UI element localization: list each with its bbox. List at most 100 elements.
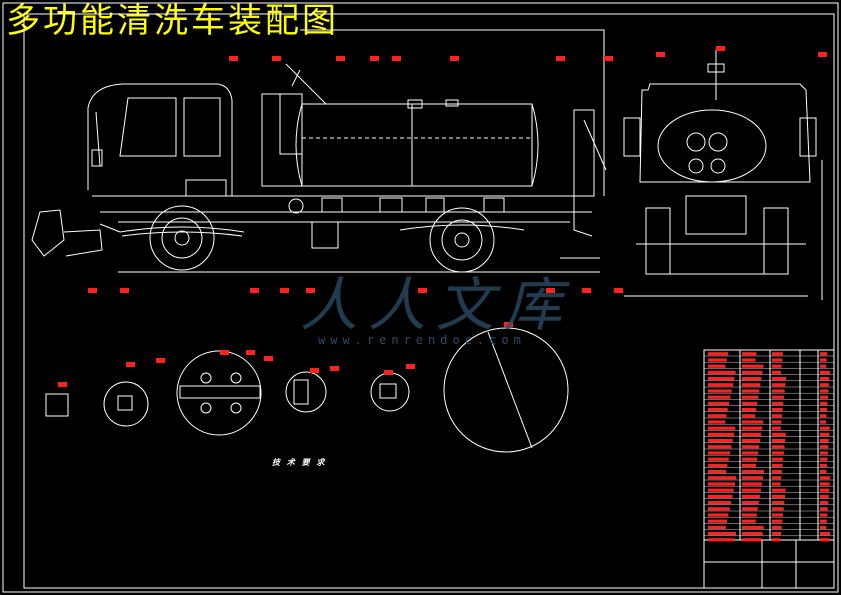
- table-entry-mark: [742, 470, 764, 474]
- callout-number: [126, 362, 135, 367]
- table-entry-mark: [708, 408, 728, 412]
- table-entry-mark: [742, 420, 764, 424]
- table-entry-mark: [820, 383, 829, 387]
- table-entry-mark: [708, 457, 729, 461]
- table-entry-mark: [772, 439, 786, 443]
- detail-large-circle: [443, 327, 569, 453]
- table-entry-mark: [820, 513, 828, 517]
- callout-number: [450, 56, 459, 61]
- table-entry-mark: [772, 538, 781, 542]
- technical-requirements-heading: 技 术 要 求: [272, 457, 327, 467]
- callout-number: [330, 366, 339, 371]
- table-entry-mark: [820, 414, 827, 418]
- table-entry-mark: [742, 513, 757, 517]
- table-entry-mark: [772, 370, 781, 374]
- front-wheel: [149, 205, 215, 271]
- callout-number: [272, 56, 281, 61]
- tank-section: [657, 109, 767, 183]
- table-entry-mark: [772, 383, 786, 387]
- table-entry-mark: [742, 364, 764, 368]
- table-entry-mark: [772, 470, 782, 474]
- table-entry-mark: [708, 507, 730, 511]
- rear-wheel: [429, 207, 495, 273]
- callout-number: [58, 382, 67, 387]
- table-entry-mark: [772, 401, 784, 405]
- table-entry-mark: [772, 445, 785, 449]
- table-entry-mark: [820, 457, 828, 461]
- rear-view: [623, 50, 823, 300]
- table-entry-mark: [708, 525, 726, 529]
- parts-list-table: [703, 349, 835, 589]
- table-entry-mark: [772, 482, 781, 486]
- watermark-logo: 人人文库: [300, 271, 573, 339]
- table-entry-mark: [742, 525, 764, 529]
- table-entry-mark: [742, 488, 761, 492]
- table-entry-mark: [820, 445, 829, 449]
- table-entry-mark: [742, 538, 762, 542]
- table-entry-mark: [742, 519, 756, 523]
- table-entry-mark: [742, 395, 759, 399]
- table-entry-mark: [708, 519, 728, 523]
- callout-number: [370, 56, 379, 61]
- callout-number: [384, 370, 393, 375]
- callout-number: [546, 288, 555, 293]
- table-entry-mark: [772, 408, 783, 412]
- table-entry-mark: [820, 519, 827, 523]
- watermark-url: www.renrendoc.com: [318, 333, 526, 347]
- table-entry-mark: [708, 501, 732, 505]
- table-entry-mark: [772, 513, 784, 517]
- callout-number: [556, 56, 565, 61]
- callout-number: [392, 56, 401, 61]
- table-entry-mark: [742, 451, 759, 455]
- parts-list-rows: [704, 355, 834, 536]
- table-entry-mark: [708, 389, 732, 393]
- table-entry-mark: [742, 532, 763, 536]
- table-entry-mark: [820, 451, 828, 455]
- table-entry-mark: [772, 457, 784, 461]
- table-entry-mark: [772, 525, 782, 529]
- callout-number: [306, 288, 315, 293]
- callout-number: [614, 288, 623, 293]
- callout-number: [818, 52, 827, 57]
- drawing-frame: [23, 13, 835, 589]
- callout-number: [656, 52, 665, 57]
- table-entry-mark: [820, 364, 827, 368]
- table-entry-mark: [772, 507, 784, 511]
- callout-number: [604, 56, 613, 61]
- table-entry-mark: [772, 352, 783, 356]
- table-entry-mark: [708, 463, 728, 467]
- callout-number: [250, 288, 259, 293]
- table-entry-mark: [742, 377, 762, 381]
- table-entry-mark: [742, 358, 756, 362]
- table-entry-mark: [820, 358, 827, 362]
- table-entry-mark: [772, 395, 785, 399]
- table-entry-mark: [820, 408, 828, 412]
- table-entry-mark: [708, 538, 735, 542]
- table-entry-mark: [708, 439, 733, 443]
- table-entry-mark: [772, 463, 783, 467]
- table-entry-mark: [742, 408, 757, 412]
- table-entry-mark: [742, 501, 759, 505]
- table-entry-mark: [708, 395, 731, 399]
- table-entry-mark: [820, 525, 827, 529]
- table-entry-mark: [820, 507, 828, 511]
- table-entry-mark: [742, 432, 762, 436]
- callout-number: [504, 322, 513, 327]
- table-entry-mark: [742, 482, 762, 486]
- table-entry-mark: [708, 445, 732, 449]
- table-entry-mark: [772, 494, 786, 498]
- table-entry-mark: [820, 426, 830, 430]
- table-entry-mark: [708, 414, 727, 418]
- table-entry-mark: [772, 364, 782, 368]
- table-entry-mark: [820, 532, 830, 536]
- table-entry-mark: [772, 432, 786, 436]
- table-entry-mark: [708, 377, 735, 381]
- callout-number: [88, 288, 97, 293]
- table-entry-mark: [772, 488, 786, 492]
- table-entry-mark: [708, 451, 731, 455]
- table-entry-mark: [820, 377, 830, 381]
- table-entry-mark: [820, 420, 827, 424]
- table-entry-mark: [742, 414, 756, 418]
- tank-rear-head: [531, 103, 539, 187]
- table-entry-mark: [742, 426, 763, 430]
